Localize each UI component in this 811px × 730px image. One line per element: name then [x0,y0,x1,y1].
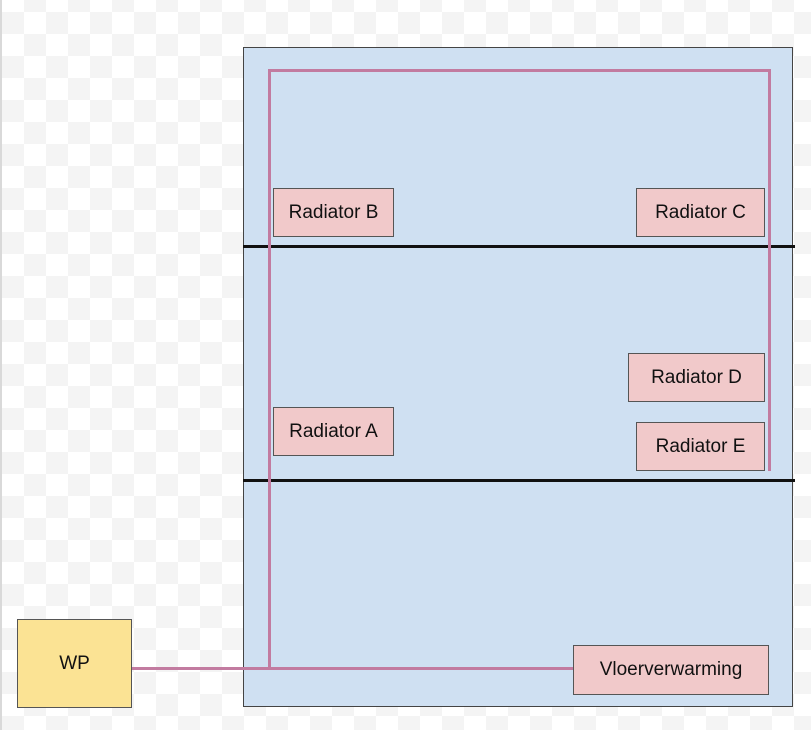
floor-heating[interactable]: Vloerverwarming [573,645,769,695]
radiator-c-label: Radiator C [655,201,746,223]
radiator-b-label: Radiator B [288,201,379,223]
heat-pump[interactable]: WP [17,619,132,708]
floor-heating-label: Vloerverwarming [599,659,743,680]
radiator-e-label: Radiator E [655,435,746,457]
radiator-a-label: Radiator A [289,420,378,442]
floor-divider-upper [243,245,795,248]
floor-divider-lower [243,479,795,482]
radiator-c[interactable]: Radiator C [636,188,765,237]
heat-pump-label: WP [59,652,90,674]
canvas-left-edge [0,0,2,730]
radiator-a[interactable]: Radiator A [273,407,394,456]
pipe-right-vertical[interactable] [768,69,771,471]
pipe-bottom-horizontal[interactable] [131,667,575,670]
radiator-d[interactable]: Radiator D [628,353,765,402]
pipe-left-vertical[interactable] [268,69,271,670]
pipe-top-horizontal[interactable] [268,69,771,72]
radiator-e[interactable]: Radiator E [636,422,765,471]
radiator-b[interactable]: Radiator B [273,188,394,237]
radiator-d-label: Radiator D [651,366,742,388]
